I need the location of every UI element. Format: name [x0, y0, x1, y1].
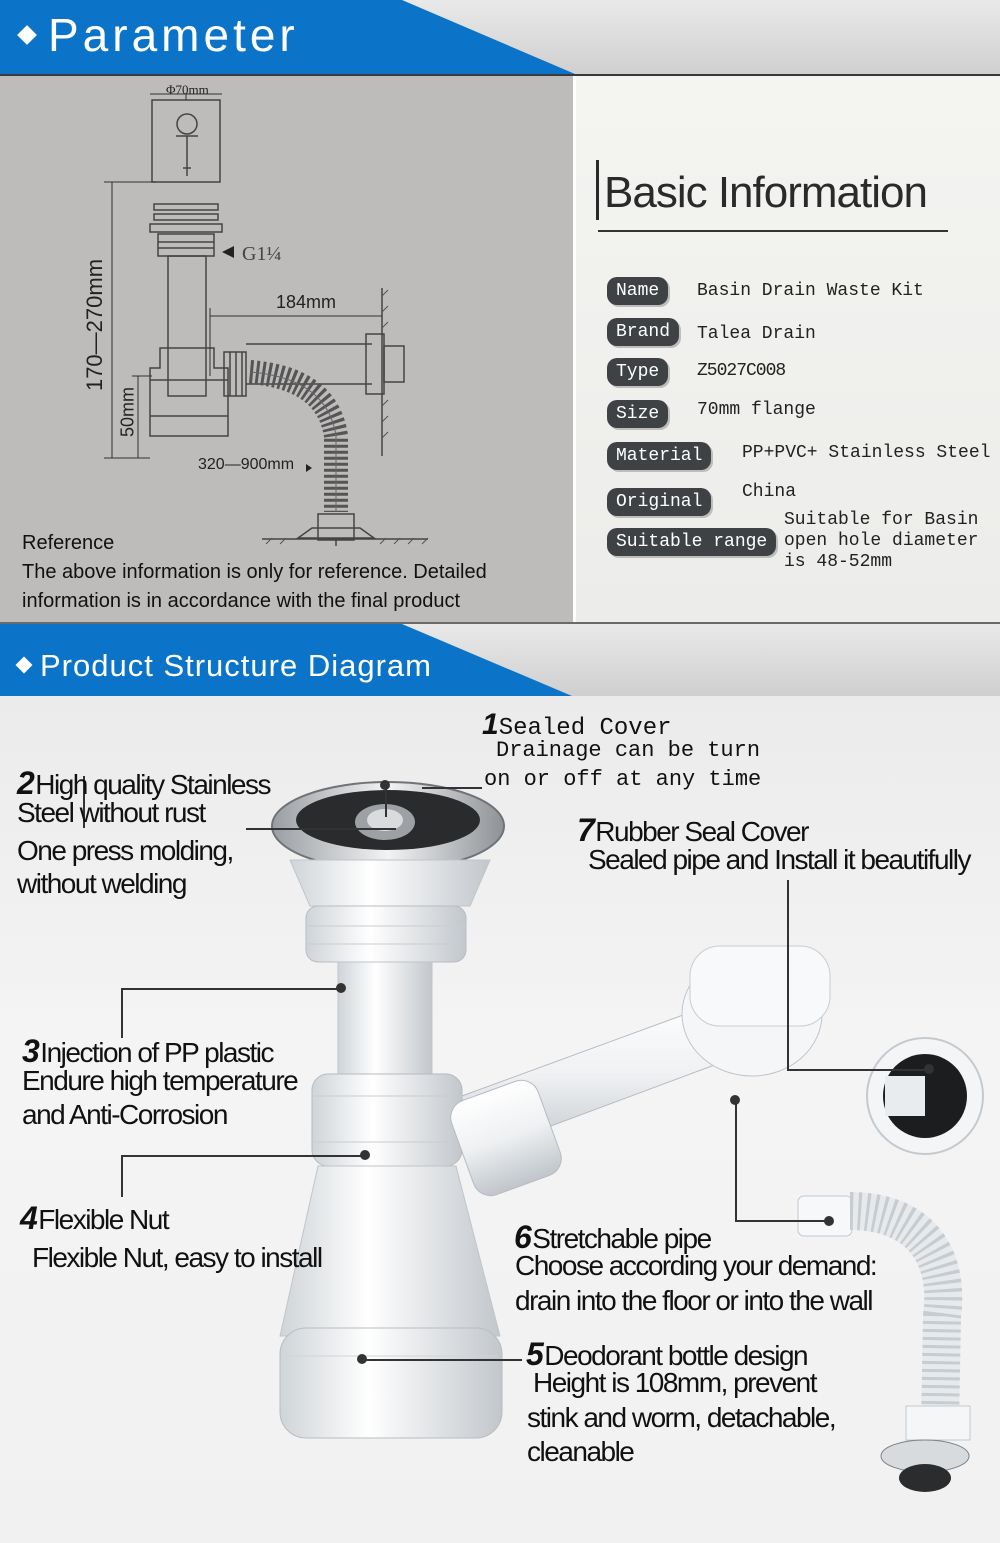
structure-title: Product Structure Diagram: [15, 648, 432, 684]
info-value-material: PP+PVC+ Stainless Steel: [742, 443, 991, 463]
leader-line-2: [246, 828, 396, 830]
diamond-icon: [17, 24, 37, 45]
leader-line-7: [787, 880, 789, 1070]
technical-drawing-panel: [0, 76, 573, 622]
label-pp-plastic-line-2: and Anti-Corrosion: [22, 1099, 228, 1130]
leader-dot-6: [730, 1095, 740, 1105]
info-value-suitable-range-3: is 48-52mm: [784, 552, 893, 572]
dim-hose-length: 320—900mm: [198, 456, 295, 473]
leader-line-4: [121, 1155, 365, 1157]
label-sealed-cover-title: 1Sealed Cover: [482, 708, 672, 742]
reference-line-2: information is in accordance with the fi…: [22, 590, 461, 612]
info-value-suitable-range-2: open hole diameter: [784, 531, 979, 551]
label-flexible-nut-line-1: Flexible Nut, easy to install: [32, 1242, 323, 1273]
info-key-original: Original: [607, 488, 712, 516]
leader-line-1b: [385, 787, 387, 817]
leader-dot-5: [357, 1354, 367, 1364]
drain-kit-illustration: [271, 781, 984, 1492]
section-separator: [0, 622, 1000, 624]
leader-dot-7: [924, 1064, 934, 1074]
leader-line-6: [735, 1100, 737, 1222]
label-stretchable-line-1: Choose according your demand:: [515, 1250, 878, 1281]
drain-technical-drawing: [104, 93, 429, 546]
reference-heading: Reference: [22, 532, 115, 554]
leader-line-3b: [121, 988, 123, 1038]
info-key-brand: Brand: [607, 318, 680, 346]
info-value-suitable-range-1: Suitable for Basin: [784, 510, 979, 530]
info-value-original: China: [742, 482, 797, 502]
leader-line-6b: [735, 1220, 827, 1222]
info-key-material: Material: [607, 442, 712, 470]
leader-dot-1: [380, 780, 390, 790]
leader-line-7b: [787, 1069, 929, 1071]
info-key-type: Type: [607, 358, 669, 386]
parameter-banner-rule: [0, 74, 1000, 76]
label-deodorant-line-2: stink and worm, detachable,: [527, 1402, 837, 1433]
label-rubber-seal-line-1: Sealed pipe and Install it beautifully: [588, 844, 971, 875]
diamond-icon: [15, 656, 33, 674]
parameter-title: Parameter: [17, 8, 299, 62]
info-key-name: Name: [607, 277, 669, 305]
dim-thread: G1¼: [242, 243, 282, 265]
leader-dot-6b: [824, 1216, 834, 1226]
leader-line-4b: [121, 1155, 123, 1197]
label-stainless-line-1: Steel without rust: [17, 797, 206, 828]
info-value-type: Z5027C008: [697, 361, 786, 381]
label-sealed-cover-line-2: on or off at any time: [484, 767, 762, 792]
basic-info-underline: [598, 230, 948, 232]
leader-line-5: [362, 1359, 522, 1361]
label-stainless-line-3: without welding: [17, 868, 187, 899]
info-value-size: 70mm flange: [697, 400, 816, 420]
leader-line-1: [422, 787, 482, 789]
leader-line-2b: [83, 776, 85, 828]
label-stretchable-line-2: drain into the floor or into the wall: [515, 1285, 873, 1316]
label-stainless-title: 2High quality Stainless: [17, 765, 271, 801]
info-key-suitable-range: Suitable range: [607, 528, 777, 556]
leader-dot-4: [360, 1150, 370, 1160]
parameter-banner-strip: [0, 0, 575, 74]
basic-info-title: Basic Information: [604, 168, 928, 217]
label-sealed-cover-line-1: Drainage can be turn: [496, 738, 761, 763]
dim-total-height: 170—270mm: [82, 258, 107, 392]
dim-width: 184mm: [276, 292, 337, 312]
dim-diameter: Φ70mm: [166, 82, 209, 97]
leader-line-3: [121, 988, 341, 990]
label-deodorant-title: 5Deodorant bottle design: [526, 1336, 809, 1372]
leader-dot-3: [336, 983, 346, 993]
basic-info-accent-bar: [596, 160, 599, 220]
info-key-size: Size: [607, 400, 669, 428]
label-deodorant-line-3: cleanable: [527, 1436, 635, 1467]
label-stainless-line-2: One press molding,: [17, 835, 234, 866]
label-flexible-nut-title: 4Flexible Nut: [20, 1200, 170, 1236]
structure-banner-strip: [0, 624, 572, 696]
info-value-name: Basin Drain Waste Kit: [697, 281, 924, 301]
dim-bottom-height: 50mm: [117, 386, 138, 438]
label-rubber-seal-title: 7Rubber Seal Cover: [577, 812, 809, 848]
label-pp-plastic-line-1: Endure high temperature: [22, 1065, 299, 1096]
info-value-brand: Talea Drain: [697, 324, 816, 344]
label-deodorant-line-1: Height is 108mm, prevent: [533, 1367, 818, 1398]
label-pp-plastic-title: 3Injection of PP plastic: [22, 1033, 274, 1069]
reference-line-1: The above information is only for refere…: [22, 561, 487, 583]
label-stretchable-title: 6Stretchable pipe: [514, 1219, 712, 1255]
